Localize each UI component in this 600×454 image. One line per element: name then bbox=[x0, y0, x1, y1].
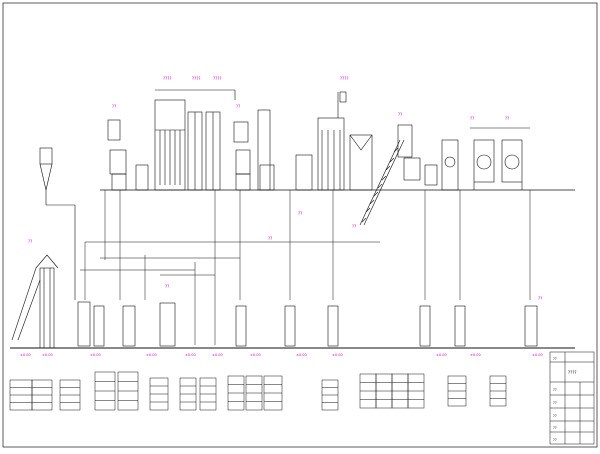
floor-tag: ±0.00 bbox=[20, 353, 31, 357]
equipment-tag: ?? bbox=[538, 296, 542, 301]
equipment-tag: ?? bbox=[352, 224, 356, 229]
title-row: ?? bbox=[553, 357, 557, 361]
bin-group bbox=[77, 301, 538, 347]
title-row: ?? bbox=[553, 414, 557, 418]
conveyor-lines bbox=[80, 190, 531, 345]
floor-tag-group: ±0.00 ±0.00 ±0.00 ±0.00 ±0.00 ±0.00 ±0.0… bbox=[20, 353, 543, 357]
floor-tag: ±0.00 bbox=[185, 353, 196, 357]
equipment-tag: ?? bbox=[470, 116, 474, 121]
equipment-tag: ?? bbox=[165, 284, 169, 289]
top-tag: ???? bbox=[213, 76, 222, 81]
drawing-title: ???? bbox=[568, 370, 577, 375]
feed-cyclone bbox=[39, 147, 76, 300]
top-tag-group: ???? ???? ???? ???? bbox=[163, 76, 349, 81]
floor-tag: ±0.00 bbox=[296, 353, 307, 357]
floor-tag: ±0.00 bbox=[436, 353, 447, 357]
title-row: ?? bbox=[553, 401, 557, 405]
floor-tag: ±0.00 bbox=[470, 353, 481, 357]
title-row: ?? bbox=[553, 426, 557, 430]
floor-tag: ±0.00 bbox=[146, 353, 157, 357]
drawing-border bbox=[2, 2, 598, 448]
sifter-bank bbox=[154, 89, 236, 191]
equipment-tag: ?? bbox=[505, 116, 509, 121]
title-block bbox=[549, 351, 595, 445]
mixer-unit bbox=[233, 109, 275, 191]
equipment-tag: ?? bbox=[268, 236, 272, 241]
top-tag: ???? bbox=[192, 76, 201, 81]
bucket-elevator bbox=[11, 254, 59, 349]
top-tag: ???? bbox=[340, 76, 349, 81]
equipment-tag: ?? bbox=[236, 104, 240, 109]
title-row: ?? bbox=[553, 388, 557, 392]
title-row: ?? bbox=[553, 438, 557, 442]
equipment-tag: ?? bbox=[398, 112, 402, 117]
top-tag: ???? bbox=[163, 76, 172, 81]
title-block-rows: ?? ?? ?? ?? ?? ?? bbox=[553, 357, 557, 442]
packing-line bbox=[397, 124, 459, 191]
equipment-table-group bbox=[9, 371, 507, 411]
floor-tag: ±0.00 bbox=[42, 353, 53, 357]
dryer-pair bbox=[470, 127, 530, 190]
floor-tag: ±0.00 bbox=[332, 353, 343, 357]
inclined-conveyor bbox=[359, 139, 405, 226]
equipment-tag: ?? bbox=[112, 104, 116, 109]
floor-tag: ±0.00 bbox=[90, 353, 101, 357]
equipment-tag: ?? bbox=[298, 211, 302, 216]
grinder-unit bbox=[107, 119, 149, 191]
pellet-mill bbox=[295, 91, 373, 191]
floor-tag: ±0.00 bbox=[532, 353, 543, 357]
floor-tag: ±0.00 bbox=[212, 353, 223, 357]
equipment-tag: ?? bbox=[28, 239, 32, 244]
floor-tag: ±0.00 bbox=[250, 353, 261, 357]
